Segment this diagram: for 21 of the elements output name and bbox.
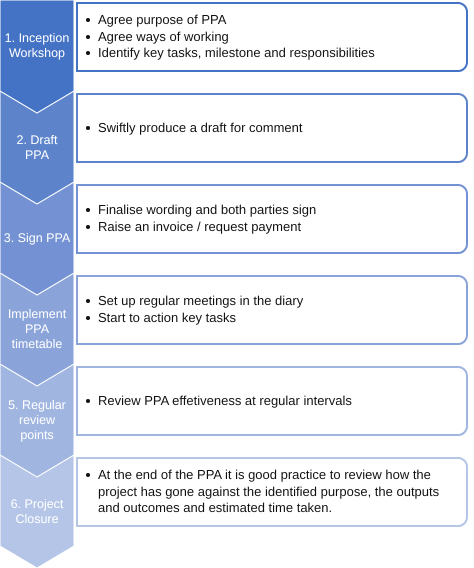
bullet-text: Review PPA effetiveness at regular intervals xyxy=(98,392,352,410)
bullet-text: Start to action key tasks xyxy=(98,310,236,327)
step-label: 3. Sign PPA xyxy=(4,231,70,246)
bullet-text: Agree purpose of PPA xyxy=(98,12,226,29)
bullet-text: Set up regular meetings in the diary xyxy=(98,293,304,310)
step-card xyxy=(76,366,468,436)
bullet-text: Raise an invoice / request payment xyxy=(98,219,302,236)
bullet-text: Finalise wording and both parties sign xyxy=(98,202,316,219)
step-label: 6. Project Closure xyxy=(10,496,64,526)
step-card xyxy=(76,2,468,72)
step-card xyxy=(76,184,468,254)
step-label: Implement PPA timetable xyxy=(6,307,68,352)
bullet-text: Identify key tasks, milestone and responsibilities xyxy=(98,45,375,62)
step-card xyxy=(76,93,468,163)
bullet-text: At the end of the PPA it is good practice to review how the project has gone against the identified purpose, the outputs and outcomes and estimated time taken. xyxy=(98,466,440,518)
bullet-text: Swiftly produce a draft for comment xyxy=(98,120,302,136)
step-label: 5. Regular review points xyxy=(7,398,67,443)
step-card xyxy=(76,275,468,345)
bullet-text: Agree ways of working xyxy=(98,28,229,46)
step-card xyxy=(76,457,468,527)
step-label: 2. Draft PPA xyxy=(16,132,58,162)
